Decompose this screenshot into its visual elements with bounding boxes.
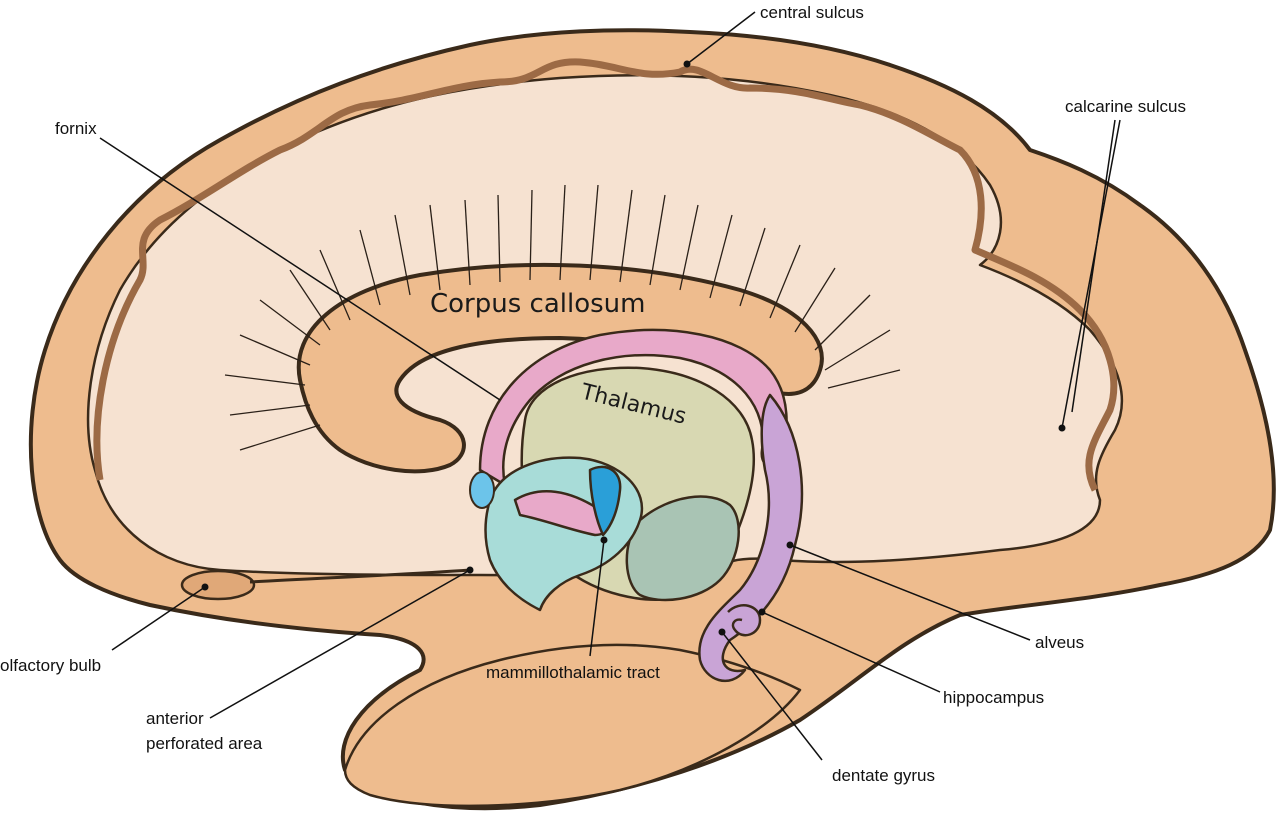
leader-fornix (99, 137, 501, 401)
dot-anterior-perforated-area (466, 566, 474, 574)
leader-lines (99, 11, 1121, 761)
olfactory-bulb (180, 569, 256, 601)
label-hippocampus: hippocampus (943, 688, 1044, 707)
dot-alveus (786, 541, 794, 549)
leader-alveus (789, 544, 1031, 641)
leader-mammillothalamic-tract (589, 539, 605, 657)
mammillothalamic-tract (588, 465, 622, 537)
cingulate-sulcus-line (93, 58, 1118, 492)
anterior-commissure (469, 471, 495, 509)
leader-anterior-perforated-area (209, 569, 471, 719)
label-fornix: fornix (55, 119, 97, 138)
label-olfactory-bulb: olfactory bulb (0, 656, 101, 675)
dot-central-sulcus (683, 60, 691, 68)
dot-calcarine-sulcus (1058, 424, 1066, 432)
corpus-callosum-label: Corpus callosum (430, 289, 645, 319)
leader-central-sulcus (686, 11, 756, 65)
dot-hippocampus (758, 608, 766, 616)
temporal-lobe (343, 643, 802, 808)
leader-calcarine-sulcus-2 (1071, 119, 1116, 413)
leader-hippocampus (761, 611, 941, 693)
label-calcarine-sulcus: calcarine sulcus (1065, 97, 1186, 116)
dot-mammillothalamic-tract (600, 536, 608, 544)
label-mammillothalamic-tract: mammillothalamic tract (486, 663, 660, 682)
leader-dentate-gyrus (721, 631, 823, 761)
label-anterior-perforated-area-line1: anterior (146, 709, 204, 728)
dot-olfactory-bulb (201, 583, 209, 591)
label-anterior-perforated-area-line2: perforated area (146, 734, 263, 753)
leader-calcarine-sulcus (1061, 119, 1121, 429)
dentate-gyrus (727, 604, 762, 637)
leader-olfactory-bulb (111, 586, 206, 651)
label-alveus: alveus (1035, 633, 1084, 652)
mammillary-region (625, 495, 740, 602)
hippocampus (698, 393, 804, 682)
dot-dentate-gyrus (718, 628, 726, 636)
olfactory-tract (249, 568, 471, 584)
label-dentate-gyrus: dentate gyrus (832, 766, 935, 785)
radiating-fibers (224, 184, 901, 451)
label-central-sulcus: central sulcus (760, 3, 864, 22)
